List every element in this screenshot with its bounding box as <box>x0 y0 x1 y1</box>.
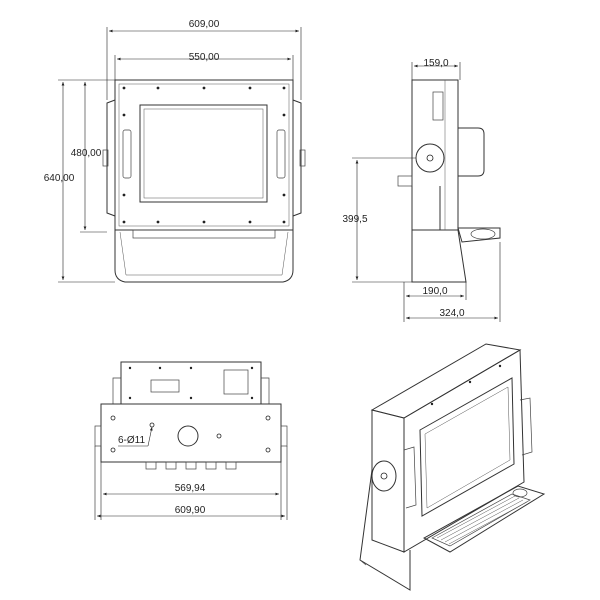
side-keyboard <box>457 227 501 243</box>
label-bottom-holes: 6-Ø11 <box>118 435 145 446</box>
iso-front-face <box>403 349 525 553</box>
dim-side-pivot-height: 399,5 <box>342 214 367 225</box>
iso-side-face <box>371 409 405 553</box>
iso-stand <box>359 469 411 591</box>
dim-front-inner-width: 550,00 <box>189 52 220 63</box>
bottom-connectors <box>145 461 237 470</box>
front-left-knob <box>102 149 109 167</box>
iso-keyboard-tray <box>422 485 546 553</box>
bottom-center-hole <box>177 425 199 447</box>
bottom-mounting-holes <box>110 415 271 453</box>
front-right-knob <box>299 149 306 167</box>
iso-keyboard-keys <box>436 495 528 545</box>
isometric-view <box>359 343 546 591</box>
front-left-handle <box>122 129 132 179</box>
front-base <box>114 230 294 283</box>
side-display-body <box>411 79 459 231</box>
bottom-base-plate <box>100 403 282 463</box>
front-left-bracket <box>106 99 116 217</box>
bottom-view: 6-Ø11 569,94 609,90 <box>94 361 288 520</box>
dim-front-overall-height: 640,00 <box>44 173 75 184</box>
dim-front-screen-height: 480,00 <box>71 148 102 159</box>
side-connector <box>397 175 413 187</box>
bottom-panel-screws <box>128 366 254 400</box>
front-screen <box>139 104 268 203</box>
dim-side-base-inner: 190,0 <box>422 286 447 297</box>
front-right-bracket <box>292 99 302 217</box>
side-stand <box>411 186 467 283</box>
front-keyboard-tray <box>132 229 276 239</box>
bottom-right-knob <box>280 425 288 447</box>
iso-screen <box>419 377 515 517</box>
iso-right-handle <box>519 397 533 456</box>
iso-top-face <box>370 343 522 419</box>
iso-pivot-knob <box>371 460 397 492</box>
dim-bottom-overall-width: 609,90 <box>175 505 206 516</box>
dim-bottom-inner-width: 569,94 <box>175 483 206 494</box>
front-frame <box>114 79 294 231</box>
dim-side-base-outer: 324,0 <box>439 308 464 319</box>
iso-left-handle <box>403 446 417 509</box>
dim-front-overall-width: 609,00 <box>189 19 220 30</box>
front-right-handle <box>276 129 286 179</box>
bottom-left-knob <box>94 425 102 447</box>
side-view: 159,0 399,5 190,0 324,0 <box>342 58 501 322</box>
front-view: 609,00 550,00 640,00 480,00 <box>44 19 306 283</box>
front-screws <box>122 86 286 224</box>
side-handle <box>458 127 485 177</box>
dim-side-top-depth: 159,0 <box>423 58 448 69</box>
